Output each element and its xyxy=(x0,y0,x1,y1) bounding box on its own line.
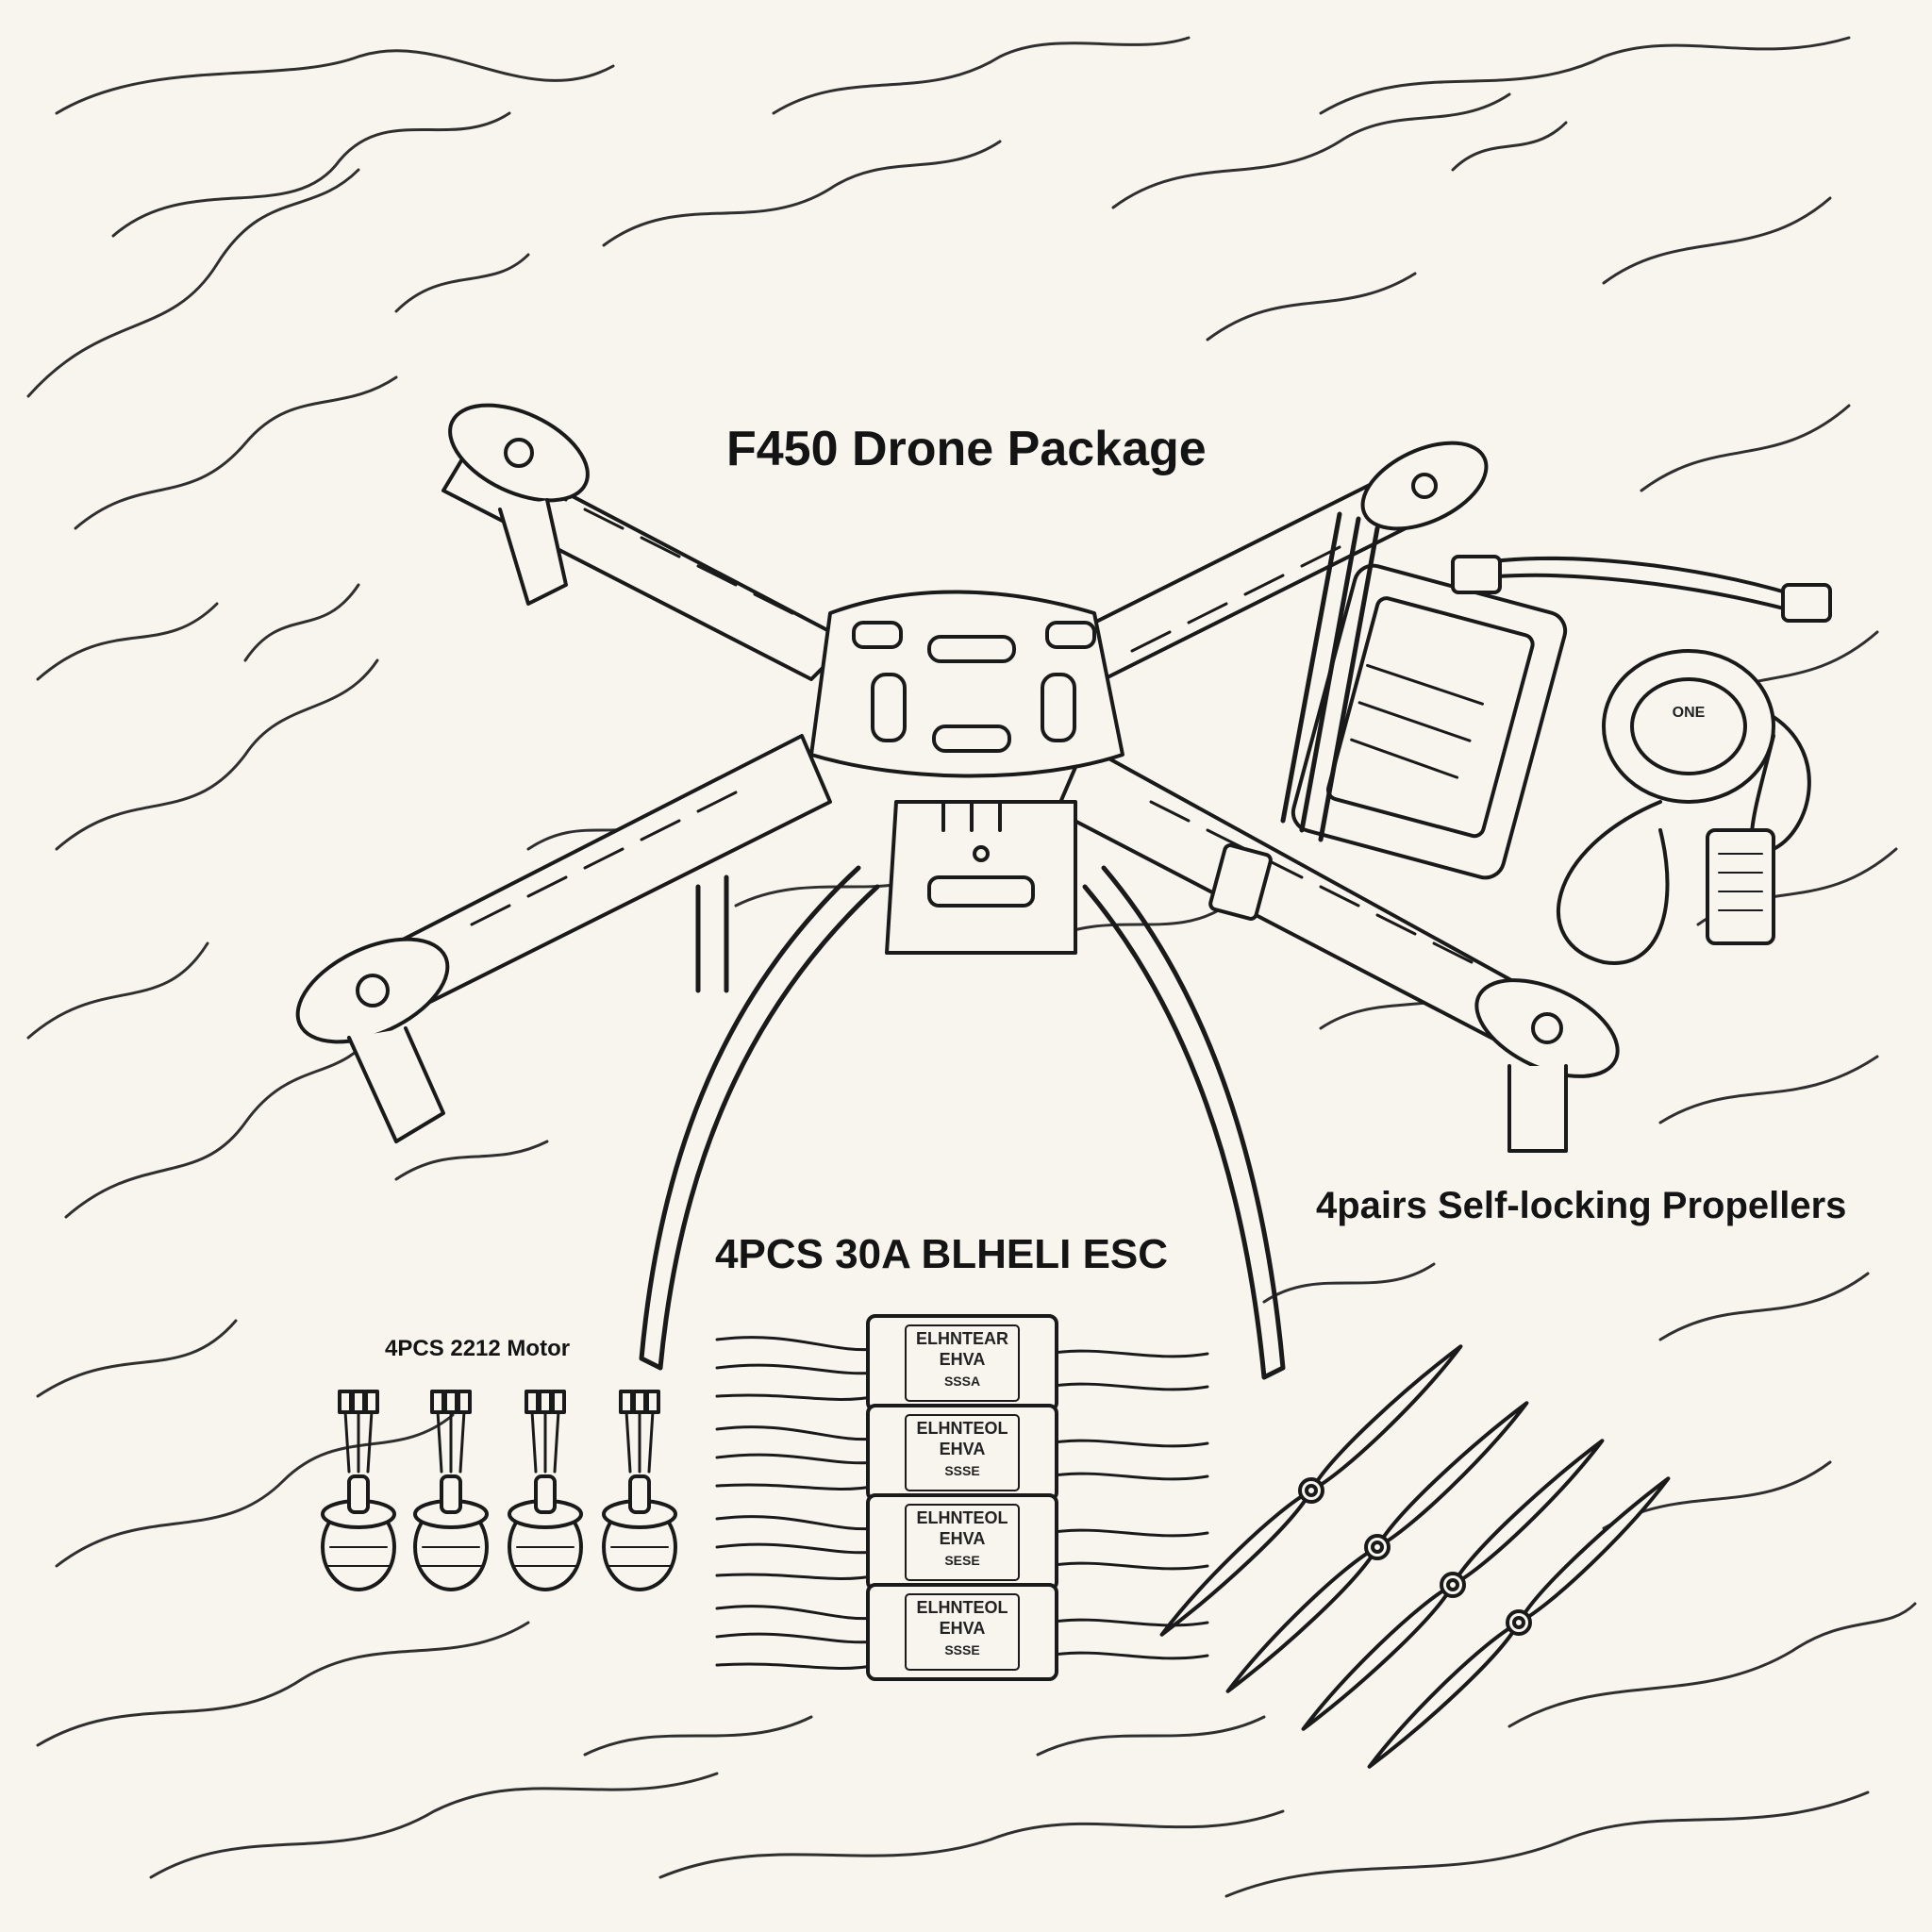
propeller-4 xyxy=(1367,1476,1671,1769)
propellers-label: 4pairs Self-locking Propellers xyxy=(1316,1185,1847,1226)
propeller-2 xyxy=(1225,1401,1529,1693)
esc-2: ELHNTEOL EHVA SSSE xyxy=(715,1404,1209,1502)
esc-label: 4PCS 30A BLHELI ESC xyxy=(715,1231,1169,1277)
gps-module: ONE xyxy=(1557,649,1811,965)
motor-4 xyxy=(602,1390,677,1591)
esc-sticker-text: SSSE xyxy=(944,1642,979,1657)
esc-3: ELHNTEOL EHVA SESE xyxy=(715,1493,1209,1591)
motor-1 xyxy=(321,1390,396,1591)
motors-group xyxy=(321,1390,677,1591)
package-title: F450 Drone Package xyxy=(726,422,1207,476)
esc-sticker-text: SSSA xyxy=(944,1374,980,1389)
motors-label: 4PCS 2212 Motor xyxy=(385,1336,571,1361)
esc-sticker-text: EHVA xyxy=(940,1529,986,1548)
esc-sticker-text: EHVA xyxy=(940,1440,986,1458)
esc-4: ELHNTEOL EHVA SSSE xyxy=(715,1583,1209,1681)
gps-sticker-text: ONE xyxy=(1673,705,1706,721)
propeller-1 xyxy=(1159,1344,1463,1637)
esc-sticker-text: SESE xyxy=(944,1553,979,1568)
esc-sticker-text: EHVA xyxy=(940,1350,986,1369)
f450-frame xyxy=(295,403,1620,1380)
motor-3 xyxy=(508,1390,583,1591)
landing-gear xyxy=(639,865,1286,1380)
propellers-group xyxy=(1159,1344,1671,1769)
motor-2 xyxy=(413,1390,489,1591)
flight-controller xyxy=(1208,511,1832,921)
esc-group: ELHNTEAREHVASSSAELHNTEOLEHVASSSEELHNTEOL… xyxy=(715,1314,1209,1681)
receiver-module xyxy=(1706,828,1775,945)
esc-sticker-text: ELHNTEAR xyxy=(916,1329,1008,1348)
esc-sticker-text: SSSE xyxy=(944,1463,979,1478)
propeller-3 xyxy=(1301,1439,1605,1731)
esc-1: ELHNTEAR EHVA SSSA xyxy=(715,1314,1209,1412)
esc-sticker-text: ELHNTEOL xyxy=(917,1598,1008,1617)
background-swirls xyxy=(26,36,1917,1898)
esc-sticker-text: ELHNTEOL xyxy=(917,1419,1008,1438)
esc-sticker-text: ELHNTEOL xyxy=(917,1508,1008,1527)
esc-sticker-text: EHVA xyxy=(940,1619,986,1638)
